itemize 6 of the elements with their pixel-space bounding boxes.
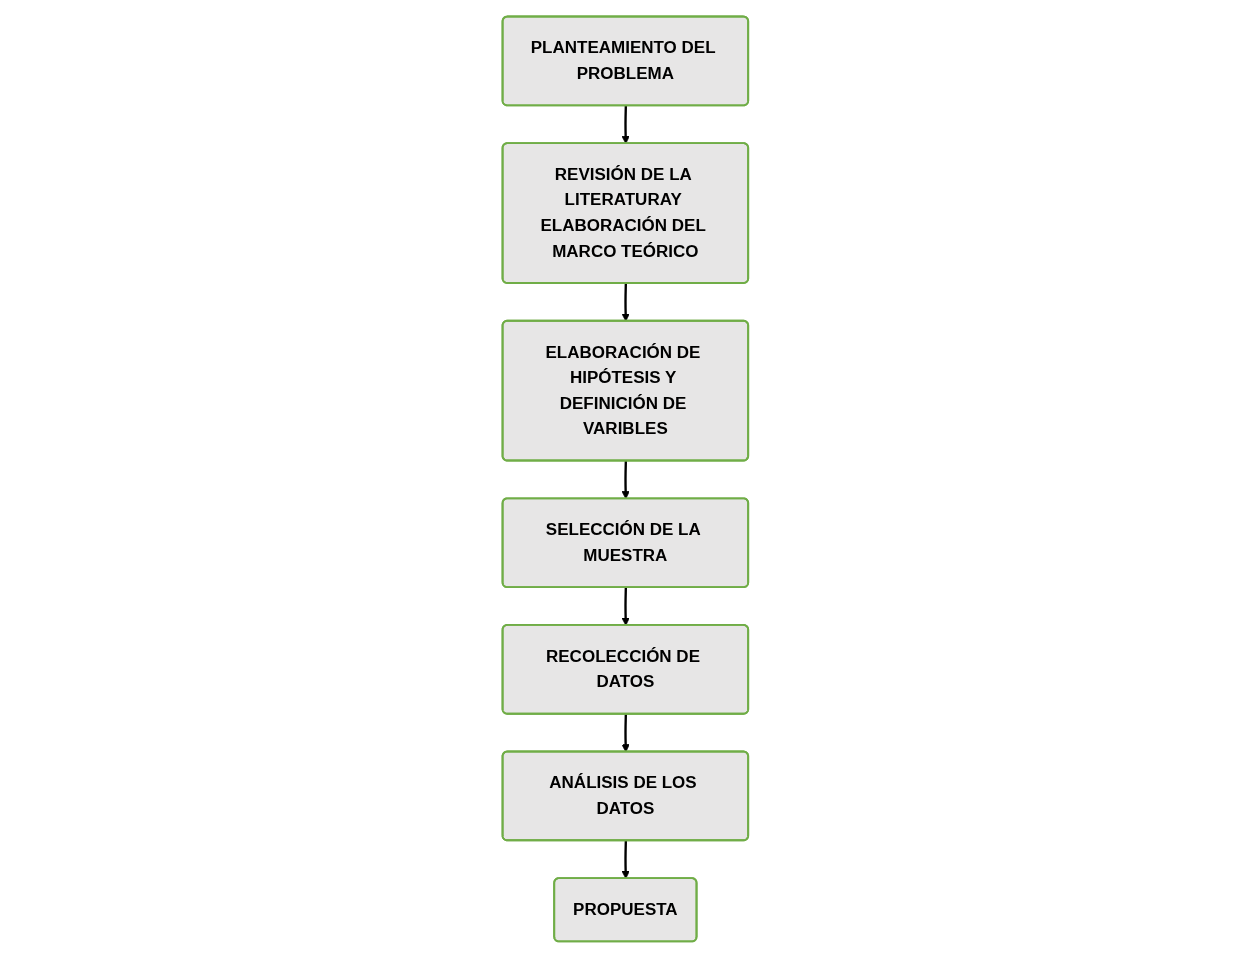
arrow <box>621 587 630 626</box>
arrow <box>621 282 630 322</box>
arrow <box>621 460 630 499</box>
arrow <box>621 713 630 752</box>
arrow <box>621 105 630 144</box>
arrow <box>621 840 630 879</box>
